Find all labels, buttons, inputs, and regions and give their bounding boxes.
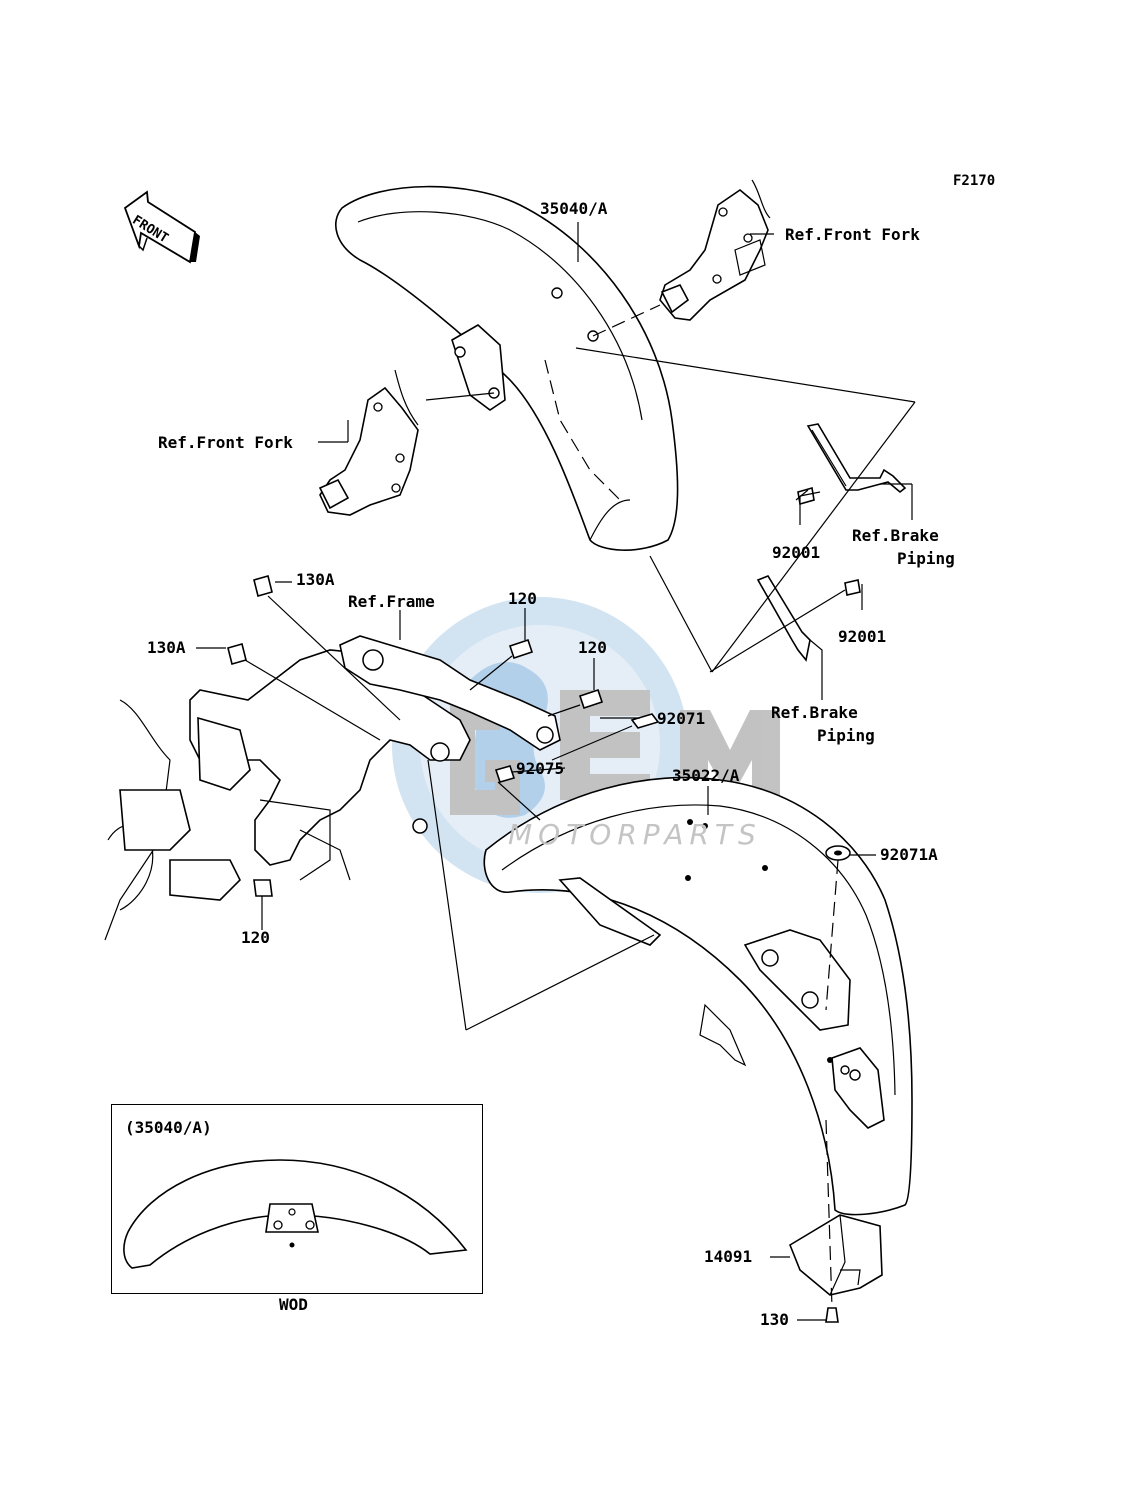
label-ref-front-fork-top: Ref.Front Fork [785, 225, 920, 244]
label-120-c: 120 [241, 928, 270, 947]
label-130A-top: 130A [296, 570, 335, 589]
bolt-120-c [253, 879, 273, 897]
inset-title: (35040/A) [125, 1118, 212, 1137]
label-ref-brake-piping-bottom-2: Piping [817, 726, 875, 745]
label-92001-upper: 92001 [772, 543, 821, 562]
bolt-120-b [578, 688, 604, 710]
brake-piping-clamp-lower [756, 575, 861, 668]
inset-box [111, 1104, 483, 1294]
label-130A-left: 130A [147, 638, 186, 657]
inset-caption: WOD [279, 1295, 308, 1314]
cover-14091 [789, 1214, 883, 1296]
watermark-tagline: MOTORPARTS [508, 818, 762, 851]
label-130: 130 [760, 1310, 789, 1329]
label-ref-frame: Ref.Frame [348, 592, 435, 611]
bolt-130 [825, 1307, 839, 1323]
label-14091: 14091 [704, 1247, 753, 1266]
front-direction-icon [123, 190, 200, 264]
bolt-120-a [508, 638, 534, 660]
label-92001-lower: 92001 [838, 627, 887, 646]
front-fork-left [318, 369, 419, 516]
rear-fender-35022A [483, 776, 913, 1216]
label-92071: 92071 [657, 709, 706, 728]
label-35022A: 35022/A [672, 766, 740, 785]
grommet-92071A [825, 845, 851, 861]
front-fender-35040A [334, 185, 679, 551]
inset-fender-wod [123, 1159, 468, 1269]
bolt-130A-top [253, 575, 273, 597]
label-ref-brake-piping-bottom-1: Ref.Brake [771, 703, 858, 722]
label-35040A: 35040/A [540, 199, 608, 218]
label-120-a: 120 [508, 589, 537, 608]
label-ref-brake-piping-top-2: Piping [897, 549, 955, 568]
bolt-130A-left [227, 643, 247, 665]
label-ref-front-fork-left: Ref.Front Fork [158, 433, 293, 452]
collar-92075 [494, 765, 516, 783]
grommet-92071 [630, 713, 660, 729]
brake-piping-clamp-upper [797, 423, 907, 506]
frame-assembly [104, 635, 561, 941]
diagram-code: F2170 [953, 173, 996, 189]
label-92071A: 92071A [880, 845, 938, 864]
label-92075: 92075 [516, 759, 565, 778]
label-ref-brake-piping-top-1: Ref.Brake [852, 526, 939, 545]
front-fork-right [659, 179, 771, 321]
label-120-b: 120 [578, 638, 607, 657]
leader-lines [196, 222, 916, 1321]
